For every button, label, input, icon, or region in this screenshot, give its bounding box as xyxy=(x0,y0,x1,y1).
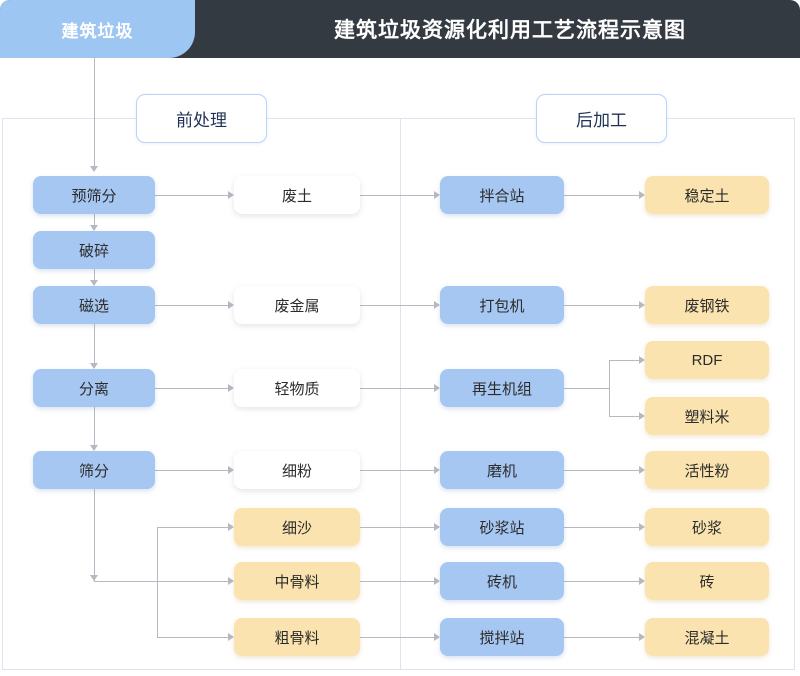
connector-screen-down-arrow xyxy=(90,575,98,581)
connector-lightmaterial-arrow xyxy=(228,384,234,392)
node-rdf[interactable]: RDF xyxy=(645,341,769,379)
node-grinder[interactable]: 磨机 xyxy=(440,451,564,489)
header-tab-construction-waste[interactable]: 建筑垃圾 xyxy=(0,0,195,58)
connector-brickmachine-brick xyxy=(564,581,639,582)
node-mortar-station[interactable]: 砂浆站 xyxy=(440,508,564,546)
node-fine-sand[interactable]: 细沙 xyxy=(234,508,360,546)
connector-batching-concrete xyxy=(564,637,639,638)
connector-prescreen-wastesoil xyxy=(155,195,228,196)
node-waste-metal[interactable]: 废金属 xyxy=(234,286,360,324)
node-separate[interactable]: 分离 xyxy=(33,369,155,407)
section-pill-pretreatment: 前处理 xyxy=(136,94,267,143)
connector-screen-down xyxy=(94,489,95,581)
connector-coarse-arrow xyxy=(228,633,234,641)
connector-mortarstation-arrow xyxy=(434,523,440,531)
connector-finepowder-grinder xyxy=(360,470,434,471)
node-magnetic[interactable]: 磁选 xyxy=(33,286,155,324)
connector-separate-screen xyxy=(94,407,95,445)
connector-medium-arrow xyxy=(228,577,234,585)
node-waste-soil[interactable]: 废土 xyxy=(234,176,360,214)
connector-prescreen-crush xyxy=(94,214,95,225)
connector-brickmachine-arrow xyxy=(434,577,440,585)
node-light-material[interactable]: 轻物质 xyxy=(234,369,360,407)
connector-recycling-rdf xyxy=(609,360,639,361)
node-stabilized-soil[interactable]: 稳定土 xyxy=(645,176,769,214)
connector-wastemetal-baler xyxy=(360,305,434,306)
connector-crush-magnetic-arrow xyxy=(90,280,98,286)
connector-crush-magnetic xyxy=(94,269,95,280)
connector-magnetic-wastemetal xyxy=(155,305,228,306)
connector-recycling-plastic xyxy=(609,416,639,417)
connector-aggregate-bus xyxy=(157,527,158,637)
connector-mortar-arrow xyxy=(639,523,645,531)
connector-screen-finepowder xyxy=(155,470,228,471)
node-medium-aggregate[interactable]: 中骨料 xyxy=(234,562,360,600)
connector-bus-to-coarse xyxy=(157,637,228,638)
connector-activepowder-arrow xyxy=(639,466,645,474)
node-batching-plant[interactable]: 搅拌站 xyxy=(440,618,564,656)
connector-mixing-arrow xyxy=(434,191,440,199)
node-fine-powder[interactable]: 细粉 xyxy=(234,451,360,489)
connector-recycling-stem xyxy=(564,388,609,389)
node-active-powder[interactable]: 活性粉 xyxy=(645,451,769,489)
connector-screen-to-medium xyxy=(94,581,228,582)
connector-recycling-arrow xyxy=(434,384,440,392)
connector-baler-arrow xyxy=(434,301,440,309)
section-pill-postprocess: 后加工 xyxy=(536,94,667,143)
connector-prescreen-crush-arrow xyxy=(90,225,98,231)
connector-brick-arrow xyxy=(639,577,645,585)
connector-finepowder-arrow xyxy=(228,466,234,474)
node-screen[interactable]: 筛分 xyxy=(33,451,155,489)
node-mortar[interactable]: 砂浆 xyxy=(645,508,769,546)
connector-separate-lightmaterial xyxy=(155,388,228,389)
node-brick[interactable]: 砖 xyxy=(645,562,769,600)
connector-mortarstation-mortar xyxy=(564,527,639,528)
connector-batching-arrow xyxy=(434,633,440,641)
node-scrap-steel[interactable]: 废钢铁 xyxy=(645,286,769,324)
connector-coarse-batching xyxy=(360,637,434,638)
connector-wastesoil-mixing xyxy=(360,195,434,196)
page-title: 建筑垃圾资源化利用工艺流程示意图 xyxy=(334,19,686,42)
connector-feed-vertical xyxy=(94,58,95,166)
connector-scrapsteel-arrow xyxy=(639,301,645,309)
node-mixing-station[interactable]: 拌合站 xyxy=(440,176,564,214)
connector-magnetic-separate xyxy=(94,324,95,363)
node-crush[interactable]: 破碎 xyxy=(33,231,155,269)
connector-recycling-split-bus xyxy=(609,360,610,416)
connector-fine-sand-arrow xyxy=(228,523,234,531)
node-plastic-pellet[interactable]: 塑料米 xyxy=(645,397,769,435)
connector-wastesoil-arrow xyxy=(228,191,234,199)
connector-mixing-stabilizedsoil xyxy=(564,195,639,196)
connector-lightmaterial-recycling xyxy=(360,388,434,389)
connector-plastic-arrow xyxy=(639,412,645,420)
node-brick-machine[interactable]: 砖机 xyxy=(440,562,564,600)
node-recycling-unit[interactable]: 再生机组 xyxy=(440,369,564,407)
connector-grinder-activepowder xyxy=(564,470,639,471)
node-baler[interactable]: 打包机 xyxy=(440,286,564,324)
node-concrete[interactable]: 混凝土 xyxy=(645,618,769,656)
connector-stabilizedsoil-arrow xyxy=(639,191,645,199)
connector-wastemetal-arrow xyxy=(228,301,234,309)
connector-concrete-arrow xyxy=(639,633,645,641)
connector-baler-scrapsteel xyxy=(564,305,639,306)
connector-medium-brickmachine xyxy=(360,581,434,582)
node-coarse-aggregate[interactable]: 粗骨料 xyxy=(234,618,360,656)
connector-separate-screen-arrow xyxy=(90,445,98,451)
section-divider xyxy=(400,118,401,670)
connector-bus-to-fine-sand xyxy=(157,527,228,528)
connector-finesand-mortarstation xyxy=(360,527,434,528)
node-pre-screen[interactable]: 预筛分 xyxy=(33,176,155,214)
connector-magnetic-separate-arrow xyxy=(90,363,98,369)
connector-rdf-arrow xyxy=(639,356,645,364)
connector-grinder-arrow xyxy=(434,466,440,474)
connector-feed-arrow xyxy=(90,166,98,172)
